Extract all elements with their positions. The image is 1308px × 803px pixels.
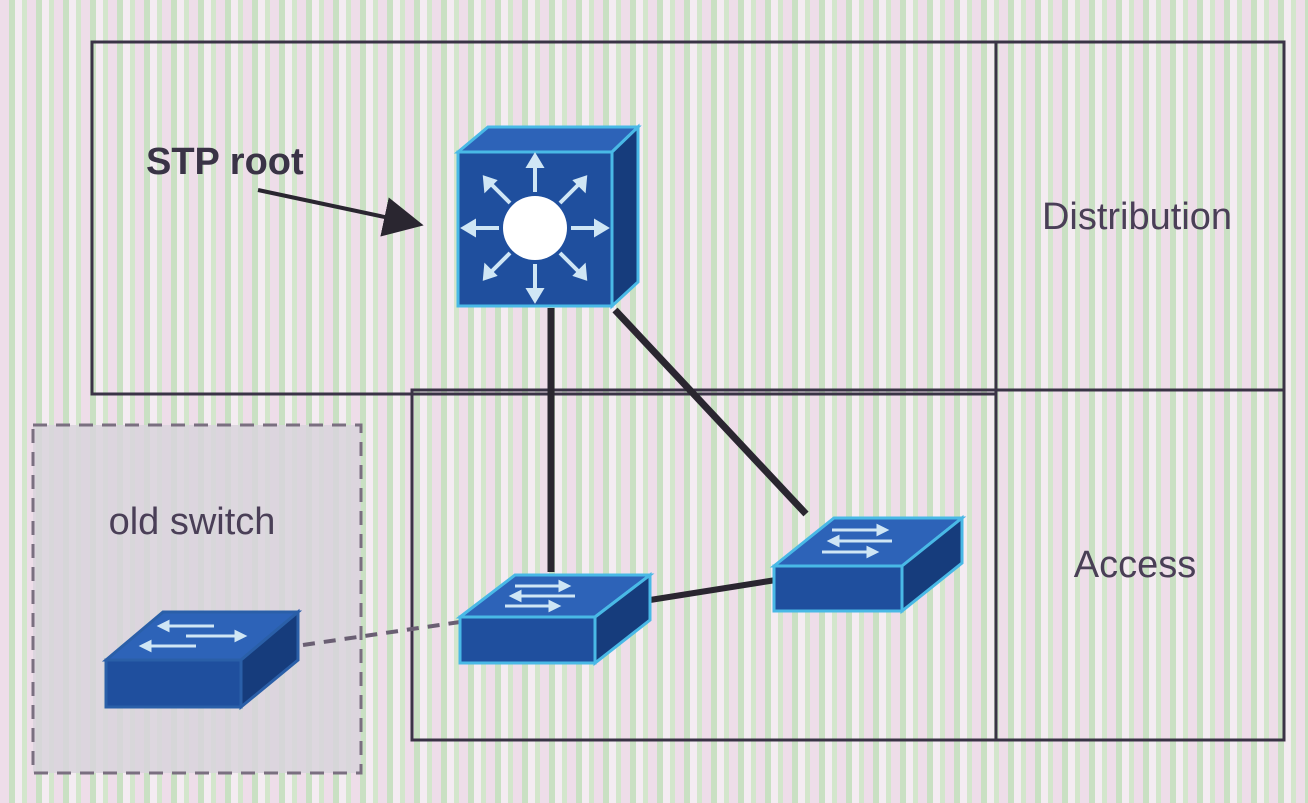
stp-root-arrow xyxy=(257,188,424,237)
stp-root-label: STP root xyxy=(146,141,304,183)
access-label-cell xyxy=(994,388,1286,742)
link-root-to-access-2 xyxy=(612,307,809,517)
link-old-switch-to-access-1 xyxy=(302,620,461,647)
switch-icon xyxy=(101,608,303,711)
access-label: Access xyxy=(1074,544,1196,586)
multilayer-switch-icon xyxy=(453,123,642,310)
old-switch-zone xyxy=(31,423,363,775)
old-switch-label: old switch xyxy=(109,501,276,543)
switch-icon xyxy=(455,571,655,667)
link-access-1-to-access-2 xyxy=(649,577,777,603)
distribution-label: Distribution xyxy=(1042,196,1232,238)
switch-icon xyxy=(769,514,967,615)
